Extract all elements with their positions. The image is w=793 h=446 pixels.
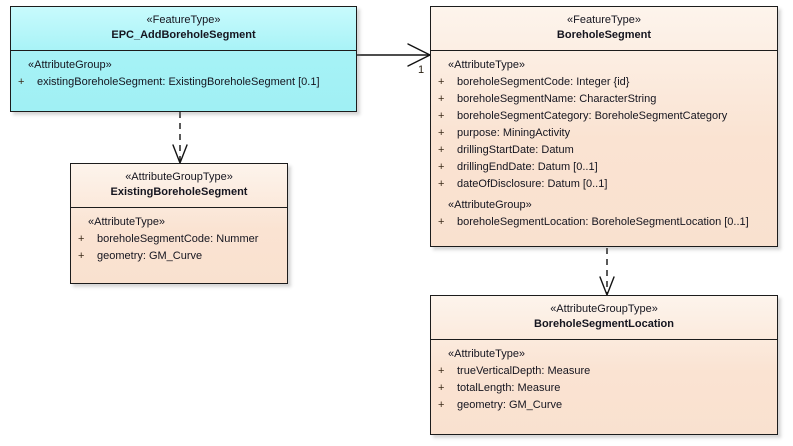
attribute-visibility: + (438, 144, 445, 156)
class-name: BoreholeSegment (556, 29, 652, 41)
class-stereotype: «AttributeGroupType» (550, 303, 658, 315)
attribute-row[interactable]: + boreholeSegmentCode: Integer {id} (438, 74, 773, 91)
uml-class-borehole-segment[interactable]: «FeatureType» BoreholeSegment «Attribute… (430, 6, 778, 247)
attribute-visibility: + (438, 365, 445, 377)
attribute-row[interactable]: + purpose: MiningActivity (438, 125, 773, 142)
attribute-visibility: + (78, 250, 85, 262)
attribute-label: purpose: MiningActivity (457, 127, 571, 139)
attribute-label: boreholeSegmentLocation: BoreholeSegment… (457, 216, 749, 228)
attribute-label: trueVerticalDepth: Measure (457, 365, 591, 377)
attribute-visibility: + (18, 76, 25, 88)
uml-class-epc-add-borehole-segment[interactable]: «FeatureType» EPC_AddBoreholeSegment «At… (10, 6, 357, 112)
dependency-open-arrowhead (172, 144, 188, 165)
class-header: «AttributeGroupType» ExistingBoreholeSeg… (71, 164, 287, 208)
compartment-group-label: «AttributeType» (88, 216, 166, 228)
uml-class-existing-borehole-segment[interactable]: «AttributeGroupType» ExistingBoreholeSeg… (70, 163, 288, 284)
attribute-row[interactable]: + existingBoreholeSegment: ExistingBoreh… (18, 74, 352, 91)
connector-association-epc-to-boreholesegment[interactable] (357, 43, 432, 67)
attribute-row[interactable]: + geometry: GM_Curve (438, 397, 773, 414)
connector-dependency-segment-to-location[interactable] (599, 248, 615, 297)
attribute-label: boreholeSegmentName: CharacterString (457, 93, 657, 105)
attribute-label: boreholeSegmentCode: Nummer (97, 233, 259, 245)
dependency-open-arrowhead (599, 276, 615, 297)
class-stereotype: «FeatureType» (567, 14, 641, 26)
class-body: «AttributeType» + boreholeSegmentCode: N… (71, 208, 287, 271)
attribute-label: dateOfDisclosure: Datum [0..1] (457, 178, 608, 190)
class-name: ExistingBoreholeSegment (110, 186, 248, 198)
attribute-row[interactable]: + trueVerticalDepth: Measure (438, 363, 773, 380)
class-body: «AttributeGroup» + existingBoreholeSegme… (11, 51, 356, 97)
attribute-row[interactable]: + geometry: GM_Curve (78, 248, 283, 265)
attribute-visibility: + (438, 76, 445, 88)
compartment-group-label: «AttributeGroup» (28, 59, 112, 71)
attribute-label: boreholeSegmentCode: Integer {id} (457, 76, 630, 88)
attribute-label: totalLength: Measure (457, 382, 561, 394)
attribute-visibility: + (438, 178, 445, 190)
class-body: «AttributeType» + trueVerticalDepth: Mea… (431, 340, 777, 420)
compartment-group-label: «AttributeGroup» (448, 199, 532, 211)
attribute-row[interactable]: + dateOfDisclosure: Datum [0..1] (438, 176, 773, 193)
attribute-row[interactable]: + boreholeSegmentName: CharacterString (438, 91, 773, 108)
attribute-label: drillingStartDate: Datum (457, 144, 574, 156)
attribute-label: drillingEndDate: Datum [0..1] (457, 161, 598, 173)
association-open-arrowhead (407, 43, 432, 67)
compartment-group-label: «AttributeType» (448, 59, 526, 71)
attribute-visibility: + (438, 399, 445, 411)
attribute-label: geometry: GM_Curve (457, 399, 563, 411)
attribute-visibility: + (78, 233, 85, 245)
attribute-row[interactable]: + boreholeSegmentCode: Nummer (78, 231, 283, 248)
connector-dependency-epc-to-existing[interactable] (172, 112, 188, 165)
attribute-row[interactable]: + drillingEndDate: Datum [0..1] (438, 159, 773, 176)
attribute-row[interactable]: + drillingStartDate: Datum (438, 142, 773, 159)
attribute-visibility: + (438, 161, 445, 173)
compartment-group-label: «AttributeType» (448, 348, 526, 360)
class-stereotype: «FeatureType» (146, 14, 221, 26)
attribute-row[interactable]: + boreholeSegmentLocation: BoreholeSegme… (438, 214, 773, 231)
attribute-label: boreholeSegmentCategory: BoreholeSegment… (457, 110, 728, 122)
attribute-visibility: + (438, 382, 445, 394)
association-target-multiplicity: 1 (418, 64, 425, 76)
attribute-label: geometry: GM_Curve (97, 250, 203, 262)
attribute-row[interactable]: + boreholeSegmentCategory: BoreholeSegme… (438, 108, 773, 125)
uml-class-borehole-segment-location[interactable]: «AttributeGroupType» BoreholeSegmentLoca… (430, 295, 778, 435)
class-header: «FeatureType» BoreholeSegment (431, 7, 777, 51)
attribute-visibility: + (438, 216, 445, 228)
attribute-visibility: + (438, 110, 445, 122)
class-name: BoreholeSegmentLocation (534, 318, 674, 330)
class-header: «AttributeGroupType» BoreholeSegmentLoca… (431, 296, 777, 340)
attribute-row[interactable]: + totalLength: Measure (438, 380, 773, 397)
class-body: «AttributeType» + boreholeSegmentCode: I… (431, 51, 777, 237)
class-stereotype: «AttributeGroupType» (125, 171, 233, 183)
class-name: EPC_AddBoreholeSegment (111, 29, 256, 41)
attribute-visibility: + (438, 93, 445, 105)
attribute-visibility: + (438, 127, 445, 139)
class-header: «FeatureType» EPC_AddBoreholeSegment (11, 7, 356, 51)
attribute-label: existingBoreholeSegment: ExistingBorehol… (37, 76, 320, 88)
